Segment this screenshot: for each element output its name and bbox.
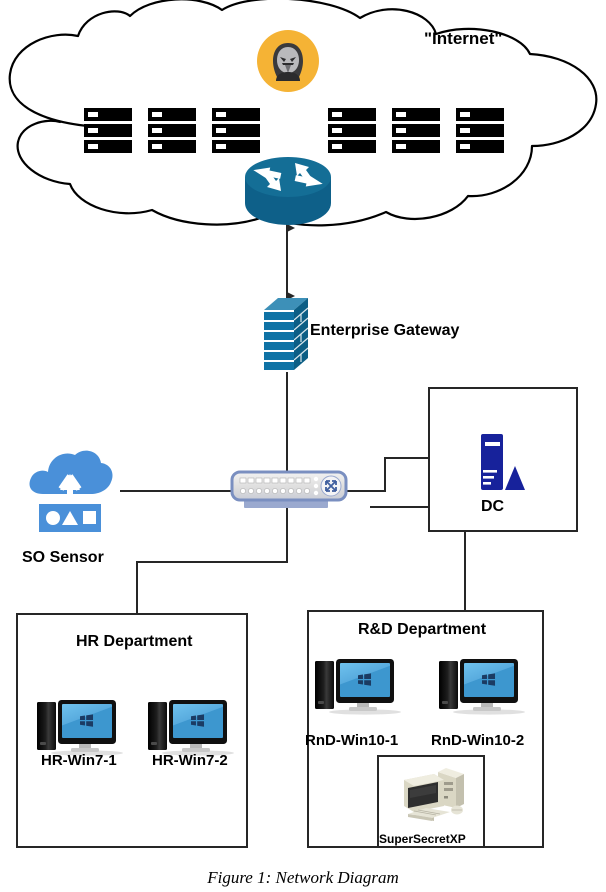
host-label-supersecretxp: SuperSecretXP xyxy=(379,832,466,846)
windows-desktop-pc-icon xyxy=(439,659,525,715)
legacy-crt-pc-icon xyxy=(404,768,464,821)
network-switch-icon[interactable] xyxy=(230,470,348,512)
figure-caption: Figure 1: Network Diagram xyxy=(207,868,399,887)
host-label-hr-win7-2: HR-Win7-2 xyxy=(152,752,228,769)
host-label-rnd-win10-1: RnD-Win10-1 xyxy=(305,732,399,749)
hacker-avatar-icon xyxy=(257,30,319,92)
dc-box xyxy=(428,387,578,532)
windows-desktop-pc-icon xyxy=(148,700,234,756)
cloud-upload-sensor-icon xyxy=(29,450,113,532)
internet-label: "Internet" xyxy=(424,29,503,48)
host-label-rnd-win10-2: RnD-Win10-2 xyxy=(431,732,525,749)
so-sensor-label: SO Sensor xyxy=(22,549,104,566)
dc-label: DC xyxy=(481,498,505,515)
internet-cloud xyxy=(8,0,598,227)
firewall-brick-wall-icon xyxy=(264,298,309,370)
server-rack-group xyxy=(84,108,504,153)
crossed-arrows-icon xyxy=(325,480,337,492)
hr-department-title: HR Department xyxy=(76,633,193,650)
enterprise-gateway-label: Enterprise Gateway xyxy=(310,322,460,339)
router-icon xyxy=(245,157,331,225)
rnd-department-title: R&D Department xyxy=(358,621,487,638)
server-tower-icon xyxy=(481,434,525,490)
windows-desktop-pc-icon xyxy=(315,659,401,715)
host-label-hr-win7-1: HR-Win7-1 xyxy=(41,752,117,769)
windows-desktop-pc-icon xyxy=(37,700,123,756)
